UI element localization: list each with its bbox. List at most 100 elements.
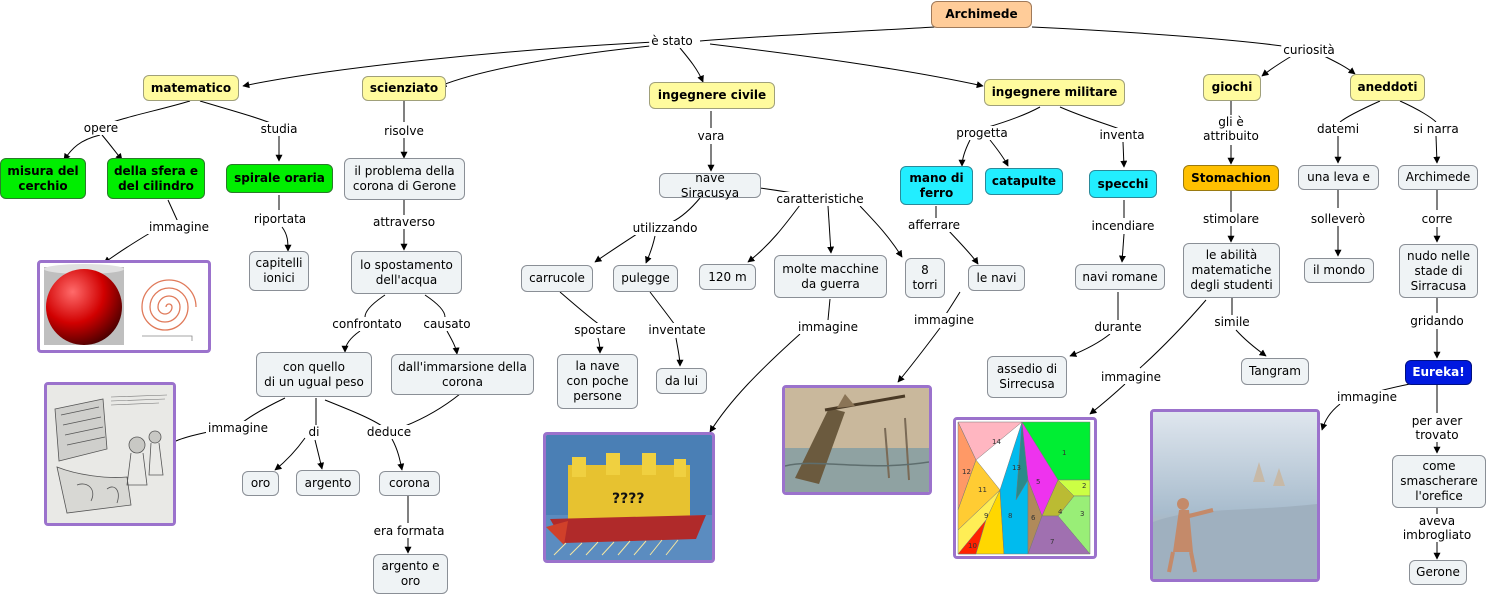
node-con-quello[interactable]: con quello di un ugual peso xyxy=(256,352,372,397)
label-causato: causato xyxy=(421,317,473,331)
label-immagine-macchine: immagine xyxy=(795,320,861,334)
node-da-lui[interactable]: da lui xyxy=(656,368,707,394)
tangram-num-9: 9 xyxy=(984,512,988,520)
label-incendiare: incendiare xyxy=(1089,219,1157,233)
node-archimede-2[interactable]: Archimede xyxy=(1398,165,1478,190)
label-opere: opere xyxy=(81,121,121,135)
node-8-torri[interactable]: 8 torri xyxy=(905,258,945,298)
tangram-num-13: 13 xyxy=(1012,464,1021,472)
label-spostare: spostare xyxy=(572,323,628,337)
node-spirale-oraria[interactable]: spirale oraria xyxy=(226,164,333,193)
ship-model-image[interactable]: ???? xyxy=(543,432,715,563)
node-capitelli-ionici[interactable]: capitelli ionici xyxy=(249,251,309,291)
node-il-mondo[interactable]: il mondo xyxy=(1304,258,1374,283)
label-durante: durante xyxy=(1092,320,1144,334)
tangram-num-14: 14 xyxy=(992,438,1001,446)
sphere-spiral-drawing xyxy=(44,264,197,345)
tangram-num-2: 2 xyxy=(1082,482,1086,490)
node-immarsione-corona[interactable]: dall'immarsione della corona xyxy=(391,354,534,395)
stomachion-drawing: 1 2 3 4 5 6 7 8 9 10 11 12 13 14 xyxy=(956,420,1094,556)
tangram-num-6: 6 xyxy=(1031,514,1036,522)
node-nave-siracusya[interactable]: nave Siracusya xyxy=(659,171,761,200)
label-riportata: riportata xyxy=(251,212,309,226)
node-spostamento-acqua[interactable]: lo spostamento dell'acqua xyxy=(351,251,462,294)
node-corona[interactable]: corona xyxy=(379,471,440,496)
label-progetta: progetta xyxy=(954,126,1010,140)
label-gridando: gridando xyxy=(1408,314,1466,328)
node-navi-romane[interactable]: navi romane xyxy=(1075,264,1165,290)
label-si-narra: si narra xyxy=(1411,122,1461,136)
node-problema-corona[interactable]: il problema della corona di Gerone xyxy=(344,158,465,200)
node-120m[interactable]: 120 m xyxy=(699,264,756,290)
label-immagine-tangram: immagine xyxy=(1098,370,1164,384)
label-inventate: inventate xyxy=(646,323,708,337)
node-catapulte[interactable]: catapulte xyxy=(985,168,1063,195)
node-tangram[interactable]: Tangram xyxy=(1241,358,1309,385)
node-macchine-guerra[interactable]: molte macchine da guerra xyxy=(774,255,887,298)
engraving-image[interactable] xyxy=(44,382,176,526)
node-pulegge[interactable]: pulegge xyxy=(613,265,678,292)
tangram-num-12: 12 xyxy=(962,468,971,476)
label-afferrare: afferrare xyxy=(905,218,963,232)
node-matematico[interactable]: matematico xyxy=(143,75,239,101)
node-ingegnere-civile[interactable]: ingegnere civile xyxy=(649,82,775,109)
ship-question-text: ???? xyxy=(612,491,645,507)
label-immagine-eureka: immagine xyxy=(1334,390,1400,404)
label-e-stato: è stato xyxy=(649,34,695,48)
node-scienziato[interactable]: scienziato xyxy=(362,76,446,101)
label-risolve: risolve xyxy=(382,124,426,138)
node-le-navi[interactable]: le navi xyxy=(968,265,1025,291)
label-sollevero: solleverò xyxy=(1308,212,1368,226)
engraving-drawing xyxy=(47,385,173,523)
label-confrontato: confrontato xyxy=(330,317,404,331)
label-di: di xyxy=(306,425,322,439)
node-stomachion[interactable]: Stomachion xyxy=(1183,165,1279,191)
node-argento[interactable]: argento xyxy=(296,470,360,496)
label-curiosita: curiosità xyxy=(1281,43,1337,57)
tangram-num-7: 7 xyxy=(1050,538,1054,546)
label-immagine-navi: immagine xyxy=(911,313,977,327)
label-stimolare: stimolare xyxy=(1200,212,1262,226)
label-vara: vara xyxy=(695,129,727,143)
label-aveva-imbrogliato: aveva imbrogliato xyxy=(1400,514,1474,542)
node-assedio-sirrecusa[interactable]: assedio di Sirrecusa xyxy=(987,356,1067,398)
node-aneddoti[interactable]: aneddoti xyxy=(1350,74,1425,101)
stomachion-image[interactable]: 1 2 3 4 5 6 7 8 9 10 11 12 13 14 xyxy=(953,417,1097,559)
node-abilita-matematiche[interactable]: le abilità matematiche degli studenti xyxy=(1183,243,1280,298)
node-smascherare-orefice[interactable]: come smascherare l'orefice xyxy=(1392,455,1486,508)
ship-drawing xyxy=(546,435,712,560)
node-specchi[interactable]: specchi xyxy=(1089,170,1157,198)
tangram-num-1: 1 xyxy=(1062,449,1066,457)
tangram-num-4: 4 xyxy=(1058,508,1063,516)
sphere-spiral-image[interactable] xyxy=(37,260,211,353)
tangram-num-5: 5 xyxy=(1036,478,1040,486)
root-node[interactable]: Archimede xyxy=(931,1,1032,28)
node-misura-cerchio[interactable]: misura del cerchio xyxy=(0,158,86,199)
node-oro[interactable]: oro xyxy=(242,471,279,496)
node-argento-e-oro[interactable]: argento e oro xyxy=(373,554,448,594)
label-era-formata: era formata xyxy=(371,524,447,538)
label-corre: corre xyxy=(1419,212,1455,226)
label-deduce: deduce xyxy=(364,425,414,439)
eureka-drawing xyxy=(1153,412,1317,579)
label-simile: simile xyxy=(1212,315,1252,329)
label-immagine-peso: immagine xyxy=(205,421,271,435)
node-sfera-cilindro[interactable]: della sfera e del cilindro xyxy=(107,158,205,199)
node-giochi[interactable]: giochi xyxy=(1203,74,1261,101)
eureka-painting-image[interactable] xyxy=(1150,409,1320,582)
node-gerone[interactable]: Gerone xyxy=(1409,560,1467,585)
node-nave-poche-persone[interactable]: la nave con poche persone xyxy=(557,354,638,409)
node-eureka[interactable]: Eureka! xyxy=(1405,360,1472,385)
label-inventa: inventa xyxy=(1097,128,1147,142)
claw-image[interactable] xyxy=(782,385,932,495)
node-carrucole[interactable]: carrucole xyxy=(521,265,593,292)
node-nudo-stade[interactable]: nudo nelle stade di Sirracusa xyxy=(1399,244,1478,298)
node-ingegnere-militare[interactable]: ingegnere militare xyxy=(984,79,1125,106)
tangram-num-8: 8 xyxy=(1008,512,1012,520)
node-una-leva[interactable]: una leva e xyxy=(1298,165,1379,190)
label-attraverso: attraverso xyxy=(370,215,438,229)
label-studia: studia xyxy=(258,122,300,136)
node-mano-di-ferro[interactable]: mano di ferro xyxy=(900,166,973,205)
